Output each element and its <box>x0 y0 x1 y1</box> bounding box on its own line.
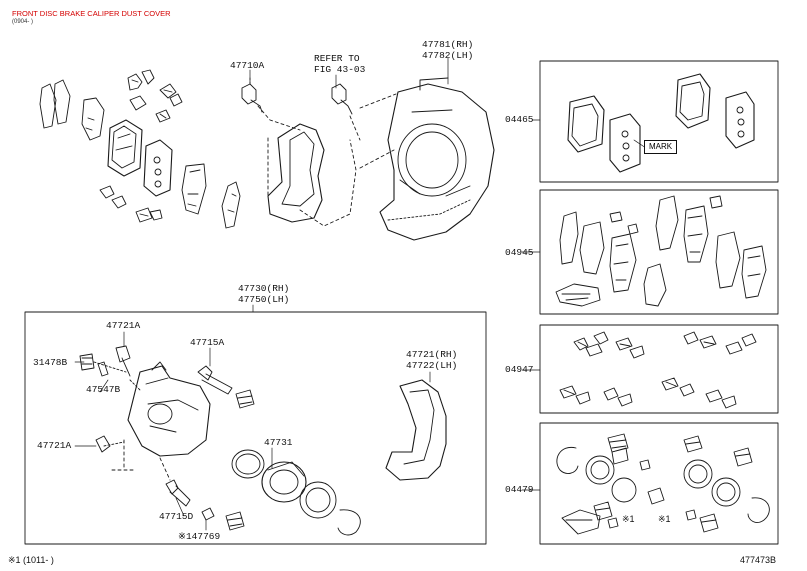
label-47782[interactable]: 47782(LH) <box>422 50 474 61</box>
label-04465[interactable]: 04465 <box>505 114 534 125</box>
label-47769[interactable]: ※147769 <box>178 531 221 542</box>
label-refer-to: REFER TO <box>314 53 360 64</box>
mark-label: MARK <box>644 140 678 154</box>
label-47715D[interactable]: 47715D <box>159 511 194 522</box>
leader-lines-upper <box>249 57 449 89</box>
label-47781[interactable]: 47781(RH) <box>422 39 474 50</box>
diagram-title: FRONT DISC BRAKE CALIPER DUST COVER <box>12 9 171 18</box>
caliper-assembly-parts <box>79 345 447 536</box>
label-refer-fig[interactable]: FIG 43-03 <box>314 64 366 75</box>
box-04947 <box>539 324 779 414</box>
footnote: ※1 (1011- ) <box>8 555 54 565</box>
label-47721A-bottom[interactable]: 47721A <box>37 440 72 451</box>
box-leaders <box>521 119 541 491</box>
box-04947-clips <box>559 331 757 409</box>
label-47710A[interactable]: 47710A <box>230 60 265 71</box>
box-04479 <box>539 422 779 545</box>
label-47730[interactable]: 47730(RH) <box>238 283 290 294</box>
dust-cover <box>379 77 495 241</box>
box-04479-seal-kit <box>556 433 770 535</box>
box-04465-pads <box>567 73 755 173</box>
caliper-bracket-and-bolts <box>241 77 397 227</box>
label-47721[interactable]: 47721(RH) <box>406 349 458 360</box>
ref-note-1a: ※1 <box>622 514 635 524</box>
box-04465 <box>539 60 779 183</box>
label-04479[interactable]: 04479 <box>505 484 534 495</box>
label-47750[interactable]: 47750(LH) <box>238 294 290 305</box>
label-04945[interactable]: 04945 <box>505 247 534 258</box>
label-47731[interactable]: 47731 <box>264 437 293 448</box>
label-47722[interactable]: 47722(LH) <box>406 360 458 371</box>
label-47547B[interactable]: 47547B <box>86 384 121 395</box>
box-04945-shims <box>555 195 767 307</box>
illustration-code: 477473B <box>740 555 777 565</box>
label-47721A-top[interactable]: 47721A <box>106 320 141 331</box>
label-04947[interactable]: 04947 <box>505 364 534 375</box>
caliper-assembly-box <box>24 311 487 545</box>
leader-lines-caliper <box>74 331 431 531</box>
diagram-subtitle: (0904- ) <box>12 19 34 25</box>
ref-note-1b: ※1 <box>658 514 671 524</box>
label-31478B[interactable]: 31478B <box>33 357 68 368</box>
brake-pad-kit-exploded-view <box>39 69 241 229</box>
label-47715A[interactable]: 47715A <box>190 337 225 348</box>
